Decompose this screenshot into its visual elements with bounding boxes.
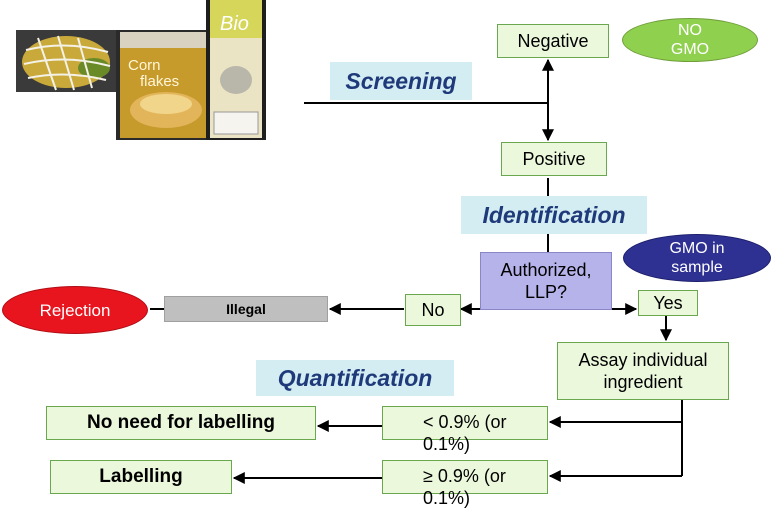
node-authorized-llp: Authorized, LLP? [480, 252, 612, 310]
node-positive: Positive [501, 142, 607, 176]
oval-no-gmo: NO GMO [622, 18, 758, 62]
product-photo: Corn flakes Bio [16, 0, 266, 140]
node-labelling: Labelling [50, 460, 232, 494]
stage-screening: Screening [330, 62, 472, 100]
cereal-box-text-flakes: flakes [140, 73, 179, 90]
carton-text-bio: Bio [220, 13, 249, 35]
node-negative: Negative [497, 24, 609, 58]
node-assay: Assay individual ingredient [557, 342, 729, 400]
node-illegal: Illegal [164, 296, 328, 322]
node-no: No [405, 294, 461, 326]
stage-quantification: Quantification [256, 360, 454, 396]
cereal-box-text-corn: Corn [128, 57, 161, 74]
node-no-need-labelling: No need for labelling [46, 406, 316, 440]
oval-rejection: Rejection [2, 286, 148, 334]
node-ge-threshold: ≥ 0.9% (or 0.1%) [382, 460, 548, 508]
stage-identification: Identification [461, 196, 647, 234]
oval-gmo-in-sample: GMO in sample [623, 234, 771, 282]
node-yes: Yes [638, 290, 698, 316]
node-lt-threshold: < 0.9% (or 0.1%) [382, 406, 548, 454]
